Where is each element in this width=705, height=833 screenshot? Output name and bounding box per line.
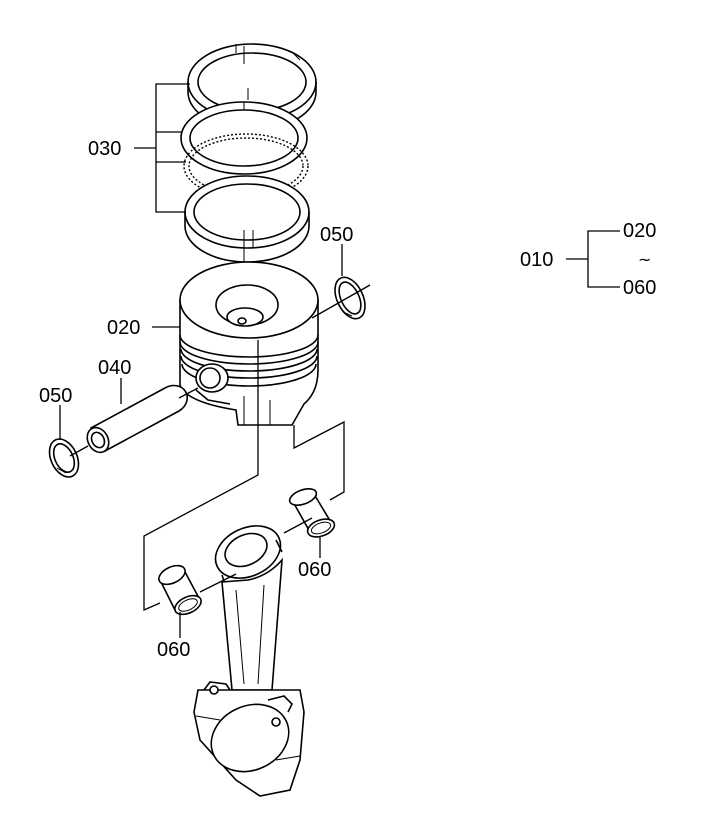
snap-ring-right (311, 276, 371, 320)
label-piston-rings: 030 (88, 138, 121, 160)
bushing-right (288, 488, 336, 538)
label-range-start: 020 (623, 220, 656, 242)
top-compression-ring (187, 43, 317, 131)
piston-ring-set (180, 43, 317, 275)
piston (179, 261, 319, 426)
piston-pin (86, 384, 199, 454)
label-range-end: 060 (623, 277, 656, 299)
second-compression-ring (180, 101, 308, 175)
label-bushing-right: 060 (298, 559, 331, 581)
label-snap-ring-left: 050 (39, 385, 72, 407)
connecting-rod (193, 525, 305, 797)
label-piston-pin: 040 (98, 357, 131, 379)
leader-lines (59, 83, 620, 638)
label-bushing-left: 060 (157, 639, 190, 661)
oil-control-ring (184, 175, 310, 263)
label-assembly: 010 (520, 249, 553, 271)
bushing-left (158, 564, 202, 616)
assembly-key: 010 020 ~ 060 (520, 220, 656, 299)
label-piston: 020 (107, 317, 140, 339)
label-range-separator: ~ (638, 250, 651, 269)
snap-ring-left (48, 438, 89, 478)
label-snap-ring-right: 050 (320, 224, 353, 246)
